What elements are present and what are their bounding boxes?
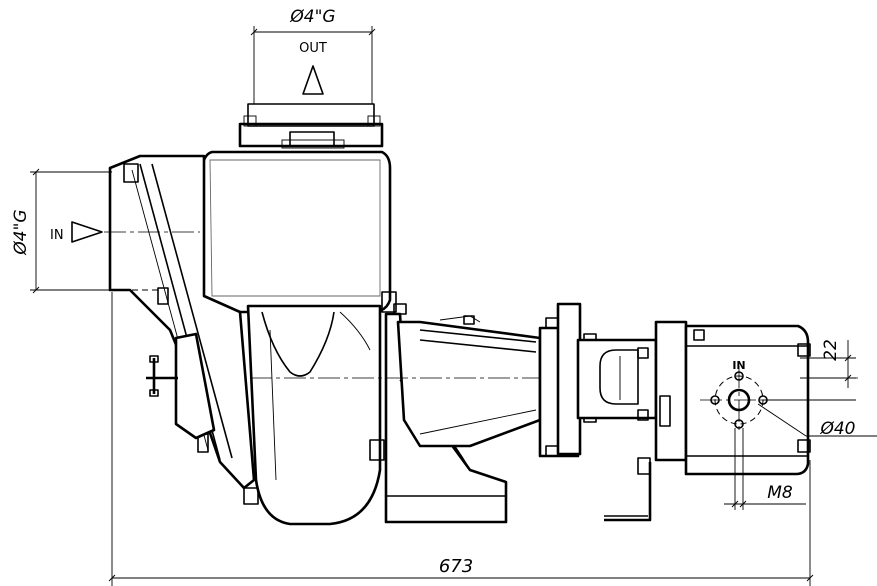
hydraulic-motor: IN	[684, 324, 811, 476]
motor-bracket	[604, 457, 652, 522]
offset-dimension: 22	[800, 339, 856, 388]
outlet-flange	[238, 103, 384, 149]
thread-dimension-label: M8	[767, 483, 793, 503]
motor-port-label: IN	[732, 359, 745, 372]
outlet-diameter-label: Ø4"G	[289, 7, 335, 27]
inlet-diameter-dimension: Ø4"G	[11, 168, 112, 294]
drain-valve-icon	[146, 355, 178, 397]
outlet-label: OUT	[299, 41, 327, 56]
outlet-arrow-icon	[302, 65, 324, 95]
bolt-circle-dimension: Ø40	[757, 403, 877, 439]
pump-casing	[108, 150, 407, 526]
inlet-label: IN	[50, 228, 64, 243]
bearing-housing	[396, 315, 542, 448]
thread-dimension: M8	[724, 428, 806, 510]
overall-length-dimension: 673	[108, 292, 814, 586]
offset-dimension-label: 22	[821, 339, 841, 361]
inlet-diameter-label: Ø4"G	[11, 209, 31, 255]
inlet-arrow-icon	[71, 221, 103, 243]
overall-length-label: 673	[439, 556, 473, 577]
coupling-assembly	[538, 302, 688, 462]
bolt-circle-label: Ø40	[819, 419, 855, 439]
outlet-diameter-dimension: Ø4"G	[250, 7, 376, 104]
